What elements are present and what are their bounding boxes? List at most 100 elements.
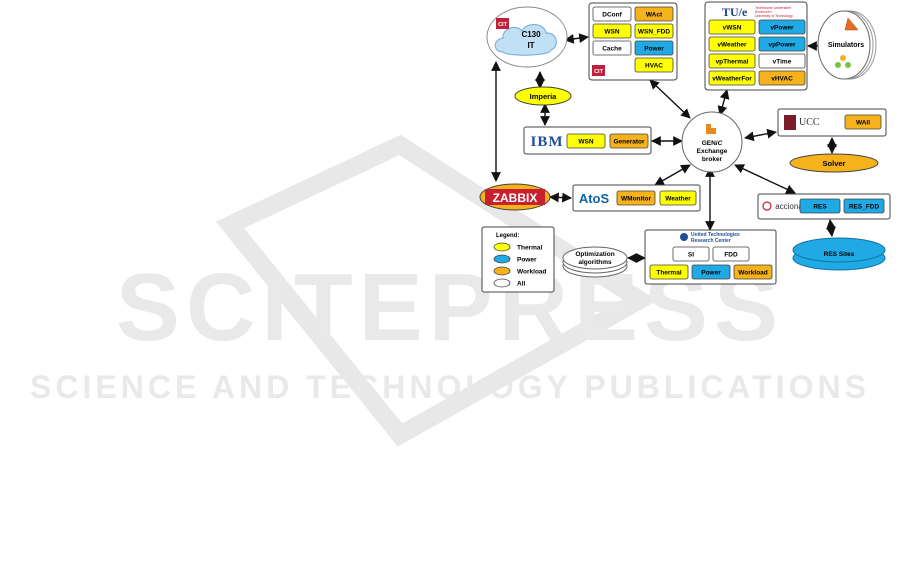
cit-module-label: DConf: [602, 11, 622, 18]
legend-swatch: [493, 254, 511, 264]
tue-module-vtime[interactable]: vTime: [758, 53, 806, 69]
atos-module-wmonitor[interactable]: WMonitor: [616, 190, 656, 206]
utrc-module-label: FDD: [724, 251, 738, 258]
utrc-module-label: Workload: [738, 269, 768, 276]
ibm-module-wsn[interactable]: WSN: [566, 133, 606, 149]
broker-line1b: iC: [716, 140, 723, 147]
tue-module-vweatherfor[interactable]: vWeatherFor: [708, 70, 756, 86]
atos-module-weather[interactable]: Weather: [659, 190, 697, 206]
legend-swatch: [493, 242, 511, 252]
tue-module-box: [758, 19, 806, 35]
broker-line2: Exchange: [697, 148, 728, 155]
tue-tagline-2: Eindhoven: [755, 10, 772, 14]
watermark: SCITEPRESS SCIENCE AND TECHNOLOGY PUBLIC…: [30, 134, 866, 447]
cit-module-label: Power: [644, 45, 664, 52]
cit-subtitle: IT: [527, 41, 534, 50]
tue-node: TU/e Technische Universiteit Eindhoven U…: [704, 1, 808, 91]
utrc-module-box: [691, 264, 731, 280]
legend-label: Power: [517, 257, 537, 264]
ibm-module-label: WSN: [578, 138, 593, 145]
atos-module-label: Weather: [665, 195, 691, 202]
cit-module-box: [592, 40, 632, 56]
zabbix-node[interactable]: ZABBIX: [479, 183, 551, 211]
cit-module-wact[interactable]: WAct: [634, 6, 674, 22]
link-tue-broker: [717, 89, 730, 116]
cit-small-badge: [592, 65, 605, 76]
utrc-module-box: [733, 264, 773, 280]
legend-item-thermal: Thermal: [493, 242, 542, 252]
legend-item-workload: Workload: [493, 266, 547, 276]
tue-module-vpthermal[interactable]: vpThermal: [708, 53, 756, 69]
cit-badge-text: CIT: [498, 22, 508, 28]
utrc-module-power[interactable]: Power: [691, 264, 731, 280]
cit-node[interactable]: CIT C130 IT: [486, 6, 568, 68]
broker-line1a: GEN: [702, 140, 716, 147]
tue-module-label: vpThermal: [716, 58, 749, 65]
ibm-logo: IBM: [531, 134, 564, 150]
utrc-module-box: [672, 246, 710, 262]
link-cit-broker: [649, 79, 691, 119]
cit-module-dconf[interactable]: DConf: [592, 6, 632, 22]
solver-node[interactable]: Solver: [789, 153, 879, 173]
utrc-module-fdd[interactable]: FDD: [712, 246, 750, 262]
utrc-module-si[interactable]: SI: [672, 246, 710, 262]
genic-logo-icon: [706, 124, 716, 134]
acciona-logo: acciona: [775, 202, 803, 211]
tue-logo: TU/e: [722, 5, 748, 19]
legend-swatch: [493, 278, 511, 288]
cit-module-box: [592, 6, 632, 22]
watermark-diamond: [215, 134, 658, 447]
cit-module-hvac[interactable]: HVAC: [634, 57, 674, 73]
tue-module-vppower[interactable]: vpPower: [758, 36, 806, 52]
utrc-module-thermal[interactable]: Thermal: [649, 264, 689, 280]
cit-module-label: WSN_FDD: [638, 28, 670, 35]
connectors: [491, 33, 837, 263]
cit-title: C130: [521, 30, 541, 39]
simulators-label: Simulators: [828, 42, 864, 49]
cit-module-label: Cache: [602, 45, 622, 52]
solver-label: Solver: [823, 159, 846, 168]
tue-module-vwsn[interactable]: vWSN: [708, 19, 756, 35]
tue-module-vhvac[interactable]: vHVAC: [758, 70, 806, 86]
tue-module-vweather[interactable]: vWeather: [708, 36, 756, 52]
tue-module-vpower[interactable]: vPower: [758, 19, 806, 35]
acciona-logo-icon: [762, 201, 772, 211]
optimization-node[interactable]: Optimization algorithms: [562, 246, 628, 278]
res-sites-top: [792, 237, 886, 263]
imperia-ellipse: [514, 86, 572, 106]
cit-badge: [496, 18, 509, 29]
cit-small-badge-text: CIT: [594, 69, 604, 75]
imperia-node[interactable]: Imperia: [514, 86, 572, 106]
link-broker-atos: [654, 164, 691, 186]
legend-label: Thermal: [517, 245, 542, 252]
utrc-module-workload[interactable]: Workload: [733, 264, 773, 280]
ucc-node: UCC WAll: [777, 108, 887, 137]
res-sites-node[interactable]: RES Sites: [792, 237, 886, 271]
ucc-module-wall[interactable]: WAll: [844, 114, 882, 130]
ibm-module-generator[interactable]: Generator: [609, 133, 649, 149]
broker-node[interactable]: GENiC Exchange broker: [681, 111, 743, 173]
utrc-module-box: [649, 264, 689, 280]
simulator-icon-right: [845, 62, 851, 68]
simulators-node[interactable]: Simulators: [817, 10, 877, 80]
simulator-icon-top: [840, 55, 846, 61]
tue-module-box: [708, 36, 756, 52]
cit-module-wsn-fdd[interactable]: WSN_FDD: [634, 23, 674, 39]
cit-module-power[interactable]: Power: [634, 40, 674, 56]
acciona-module-res-fdd[interactable]: RES_FDD: [843, 198, 885, 214]
link-zabbix-atos: [549, 192, 572, 203]
link-broker-ucc: [744, 128, 777, 142]
link-acciona-ressites: [826, 219, 836, 237]
imperia-label: Imperia: [530, 92, 558, 101]
zabbix-logo: ZABBIX: [493, 191, 538, 205]
link-broker-acciona: [734, 164, 796, 194]
cit-module-wsn[interactable]: WSN: [592, 23, 632, 39]
ibm-node: IBM WSN Generator: [523, 126, 652, 155]
tue-tagline-1: Technische Universiteit: [755, 6, 791, 10]
cit-module-box: [634, 57, 674, 73]
acciona-module-res[interactable]: RES: [799, 198, 841, 214]
cit-module-cache[interactable]: Cache: [592, 40, 632, 56]
